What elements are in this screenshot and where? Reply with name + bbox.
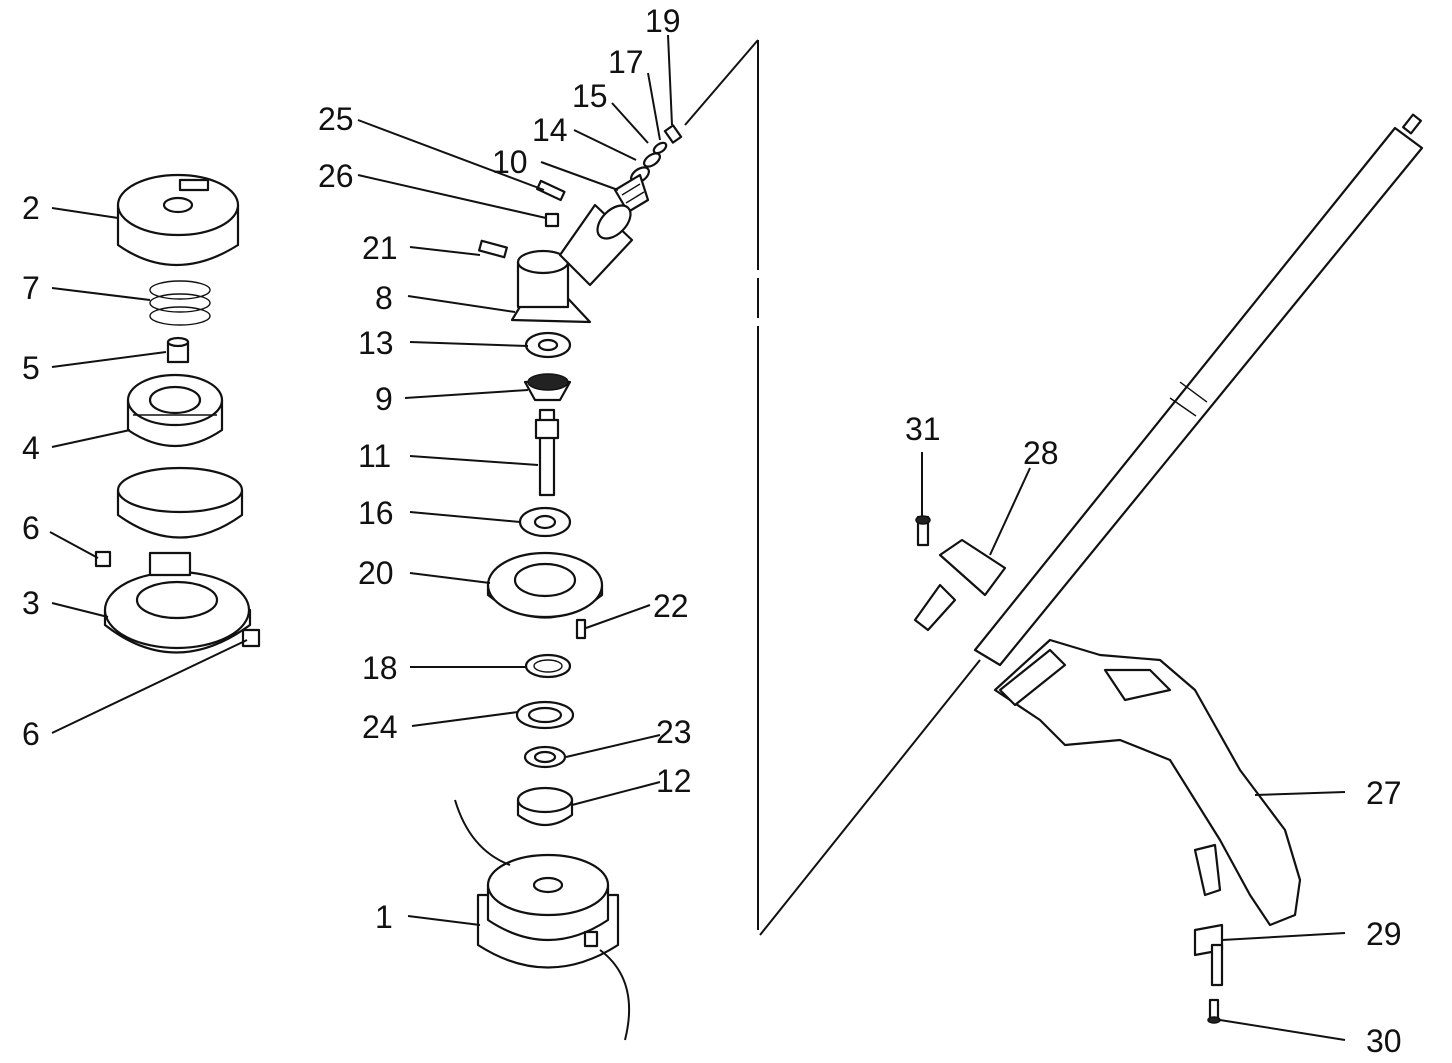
label-part-24: 24 <box>362 709 398 745</box>
label-part-25: 25 <box>318 101 354 137</box>
part-22-screw <box>575 618 587 640</box>
part-31-screw <box>915 515 931 547</box>
part-18-clip-ring <box>524 653 572 679</box>
part-25-bolt <box>536 179 566 202</box>
part-23-collar <box>523 745 567 769</box>
label-part-16: 16 <box>358 495 394 531</box>
label-part-14: 14 <box>532 112 568 148</box>
part-9-gear <box>523 373 572 402</box>
part-12-holder <box>516 786 574 827</box>
label-part-20: 20 <box>358 555 394 591</box>
part-13-bearing <box>524 331 572 359</box>
label-part-18: 18 <box>362 650 398 686</box>
part-5-nut <box>166 336 190 364</box>
label-part-19: 19 <box>645 3 681 39</box>
part-11-shaft <box>534 408 560 497</box>
part-24-washer <box>515 700 575 730</box>
part-21-bolt <box>478 239 508 259</box>
label-part-17: 17 <box>608 44 644 80</box>
throttle-cable <box>759 659 981 936</box>
part-30-screw <box>1207 998 1221 1024</box>
part-4-spool <box>126 373 224 447</box>
part-15-washer <box>642 152 662 168</box>
part-3-base-housing <box>103 551 252 654</box>
label-part-7: 7 <box>22 270 40 306</box>
label-part-22: 22 <box>653 588 689 624</box>
label-part-4: 4 <box>22 430 40 466</box>
label-part-29: 29 <box>1366 916 1402 952</box>
part-28-bracket <box>913 538 1007 632</box>
label-part-5: 5 <box>22 350 40 386</box>
part-spool-ring <box>116 466 244 539</box>
label-part-26: 26 <box>318 158 354 194</box>
label-part-11: 11 <box>358 438 392 474</box>
part-6-clip-lower <box>241 628 261 648</box>
leader-lines <box>49 34 1346 1041</box>
part-26-nut <box>544 212 560 228</box>
label-part-21: 21 <box>362 230 398 266</box>
part-1-trimmer-head <box>454 799 631 1041</box>
part-27-handle <box>993 638 1302 927</box>
part-20-plate <box>486 551 604 619</box>
part-29-plate <box>1193 923 1224 987</box>
label-part-2: 2 <box>22 190 40 226</box>
label-part-31: 31 <box>905 411 941 447</box>
part-2-spool-cover <box>116 173 240 267</box>
shaft-tube <box>973 113 1424 667</box>
part-19-pin <box>663 124 683 144</box>
part-16-bearing <box>518 506 572 538</box>
part-17-clip <box>652 141 668 155</box>
label-part-8: 8 <box>375 280 393 316</box>
part-6-clip-upper <box>94 550 112 568</box>
label-part-27: 27 <box>1366 775 1402 811</box>
label-part-9: 9 <box>375 381 393 417</box>
label-part-6-lower: 6 <box>22 716 40 752</box>
label-part-12: 12 <box>656 763 692 799</box>
label-part-30: 30 <box>1366 1023 1402 1059</box>
label-part-6-upper: 6 <box>22 510 40 546</box>
shaft-axis-line <box>684 39 759 126</box>
label-part-15: 15 <box>572 78 608 114</box>
label-part-28: 28 <box>1023 435 1059 471</box>
label-part-1: 1 <box>375 899 393 935</box>
label-part-23: 23 <box>656 714 692 750</box>
label-part-10: 10 <box>492 144 528 180</box>
label-part-13: 13 <box>358 325 394 361</box>
part-8-gear-housing <box>510 203 634 324</box>
part-7-spring <box>149 280 211 326</box>
label-part-3: 3 <box>22 585 40 621</box>
